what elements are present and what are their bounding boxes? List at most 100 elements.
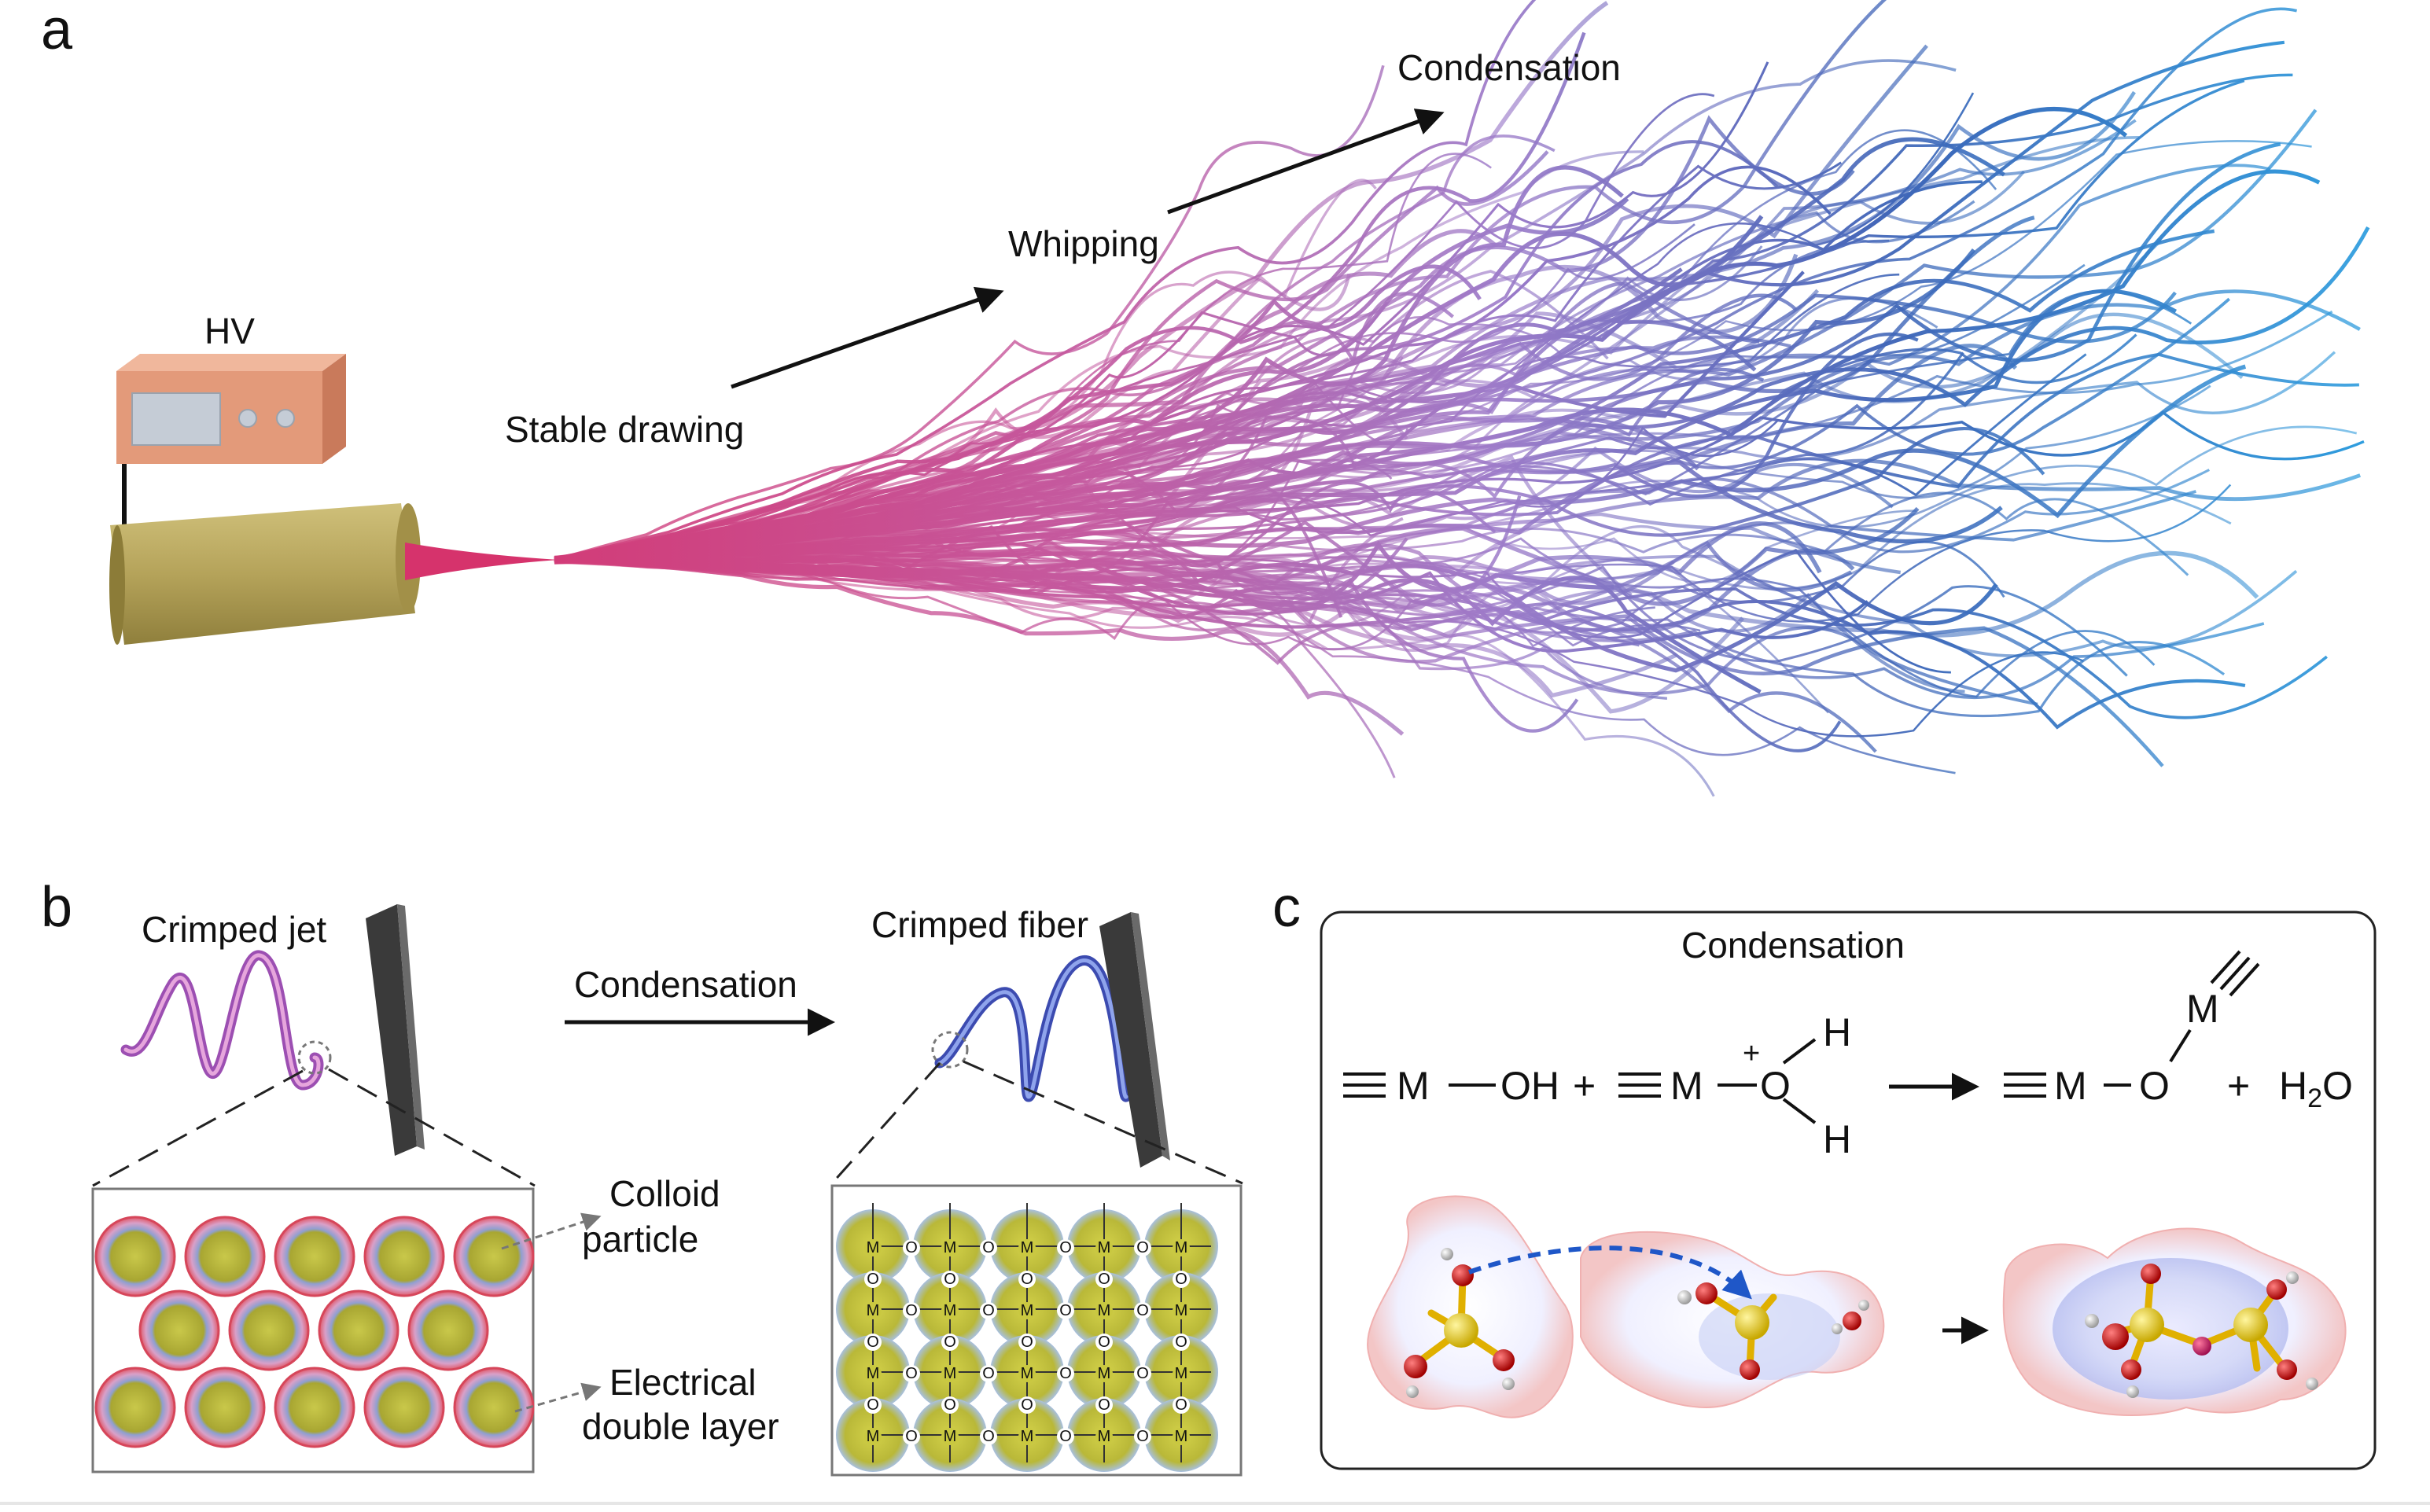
molecular-models	[1367, 1195, 2347, 1418]
stage-arrow-1	[731, 286, 1004, 389]
fiber-strand	[554, 239, 1890, 561]
callout-edl-line1: Electrical	[609, 1362, 757, 1403]
colloid-particle	[274, 1367, 355, 1448]
grid-oxygen: O	[1098, 1271, 1110, 1288]
grid-metal: M	[1175, 1365, 1188, 1382]
proton-transfer-arrow	[1467, 1245, 1752, 1300]
grid-oxygen: O	[944, 1271, 956, 1288]
panel-label-c: c	[1272, 876, 1301, 939]
fiber-strand	[554, 557, 1561, 652]
fiber-strand	[554, 495, 1522, 607]
triple-bond-icon	[2004, 1072, 2046, 1098]
fiber-strand	[554, 415, 1357, 561]
molecule-2	[1677, 1282, 1869, 1380]
fiber-strand	[554, 153, 1492, 563]
fiber-strand	[554, 64, 1385, 562]
product-oxygen: O	[2139, 1064, 2170, 1108]
grid-metal: M	[1021, 1428, 1034, 1445]
reactant1-metal: M	[1397, 1064, 1430, 1108]
taylor-cone-jet	[405, 543, 558, 580]
grid-oxygen: O	[1136, 1239, 1149, 1256]
grid-oxygen: O	[1021, 1271, 1033, 1288]
hv-label: HV	[204, 311, 255, 351]
colloid-particle	[94, 1216, 176, 1297]
grid-oxygen: O	[982, 1365, 995, 1382]
reactant2-charge: +	[1743, 1037, 1760, 1070]
grid-metal: M	[1175, 1239, 1188, 1256]
stage-label-stable-drawing: Stable drawing	[505, 409, 744, 450]
callout-colloid-line2: particle	[582, 1219, 698, 1260]
product-molecule	[2085, 1264, 2318, 1398]
grid-oxygen: O	[905, 1239, 918, 1256]
plus-1: +	[1573, 1064, 1596, 1108]
colloid-particle	[274, 1216, 355, 1297]
grid-metal: M	[944, 1239, 957, 1256]
triple-bond-icon	[1618, 1072, 1661, 1098]
fiber-strand	[554, 425, 2358, 561]
fiber-strand	[554, 506, 1920, 606]
product-metal-top: M	[2186, 987, 2219, 1031]
fiber-strand	[554, 559, 2164, 767]
reaction-title: Condensation	[1681, 925, 1905, 966]
panel-label-a: a	[41, 0, 73, 61]
colloid-particle	[363, 1216, 445, 1297]
stage-label-whipping: Whipping	[1008, 223, 1159, 264]
molecule-1	[1404, 1248, 1515, 1398]
collector-plate-right	[1099, 912, 1162, 1168]
grid-oxygen: O	[905, 1428, 918, 1445]
grid-oxygen: O	[944, 1334, 956, 1351]
fiber-strand	[554, 150, 1644, 562]
reaction-equation: M OH + M O + H H M O M	[1343, 950, 2353, 1161]
callout-edl-line2: double layer	[582, 1406, 779, 1447]
condensation-arrow-label: Condensation	[574, 964, 797, 1005]
grid-oxygen: O	[982, 1302, 995, 1319]
fiber-strand	[554, 557, 1965, 693]
grid-metal: M	[1098, 1239, 1111, 1256]
grid-oxygen: O	[1136, 1365, 1149, 1382]
grid-metal: M	[867, 1302, 880, 1319]
grid-metal: M	[1098, 1428, 1111, 1445]
triple-bond-icon	[2210, 950, 2260, 997]
grid-oxygen: O	[1136, 1302, 1149, 1319]
zoom-circle-fiber	[931, 1031, 969, 1069]
hv-power-supply	[116, 354, 346, 464]
grid-metal: M	[1175, 1428, 1188, 1445]
crimped-fiber-label: Crimped fiber	[871, 904, 1088, 945]
fiber-strand	[554, 0, 1537, 561]
fiber-bundle	[554, 0, 2370, 797]
colloid-particle	[453, 1367, 535, 1448]
grid-metal: M	[1021, 1239, 1034, 1256]
stage-arrow-2	[1167, 109, 1445, 215]
colloid-particle	[318, 1289, 399, 1371]
panel-label-b: b	[41, 876, 72, 939]
fiber-strand	[554, 164, 2271, 560]
callout-arrow-edl	[514, 1382, 602, 1413]
grid-oxygen: O	[905, 1365, 918, 1382]
colloid-particle-array	[94, 1216, 535, 1448]
colloid-particle	[228, 1289, 310, 1371]
grid-oxygen: O	[944, 1396, 956, 1414]
product-water: H2O	[2279, 1064, 2353, 1113]
fiber-strand	[554, 226, 2370, 562]
triple-bond-icon	[1343, 1072, 1386, 1098]
grid-oxygen: O	[1136, 1428, 1149, 1445]
product-metal-left: M	[2054, 1064, 2087, 1108]
colloid-particle	[363, 1367, 445, 1448]
reactant2-hydrogen-bottom: H	[1823, 1117, 1851, 1161]
collector-plate-left	[366, 904, 417, 1156]
colloid-particle	[138, 1289, 220, 1371]
grid-oxygen: O	[1059, 1302, 1072, 1319]
fiber-strand	[554, 161, 1843, 561]
grid-metal: M	[867, 1428, 880, 1445]
crimped-jet-label: Crimped jet	[142, 909, 326, 950]
grid-oxygen: O	[1175, 1334, 1187, 1351]
grid-oxygen: O	[1175, 1271, 1187, 1288]
grid-oxygen: O	[1059, 1365, 1072, 1382]
grid-oxygen: O	[867, 1396, 879, 1414]
grid-oxygen: O	[1059, 1428, 1072, 1445]
grid-metal: M	[1098, 1302, 1111, 1319]
grid-metal: M	[867, 1365, 880, 1382]
grid-metal: M	[1021, 1302, 1034, 1319]
